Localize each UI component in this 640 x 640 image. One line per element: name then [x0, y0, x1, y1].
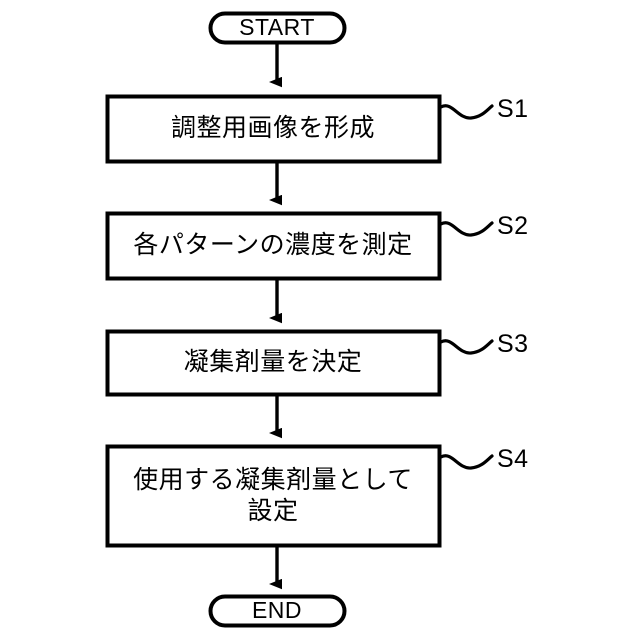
step-label-s3: S3: [497, 330, 529, 358]
step-label-s4: S4: [497, 445, 529, 473]
step-label-s2: S2: [497, 212, 529, 240]
step-label-s1: S1: [497, 95, 529, 123]
end-terminal-shape: [208, 594, 347, 628]
leader-line-s1: [439, 104, 494, 120]
leader-line-s2: [439, 221, 494, 237]
process-box-s4: [105, 444, 442, 548]
leader-line-s3: [439, 339, 494, 355]
start-terminal-shape: [208, 11, 347, 45]
process-box-s1: [105, 94, 442, 164]
process-box-s2: [105, 211, 442, 281]
leader-line-s4: [439, 454, 494, 470]
process-box-s3: [105, 329, 442, 397]
